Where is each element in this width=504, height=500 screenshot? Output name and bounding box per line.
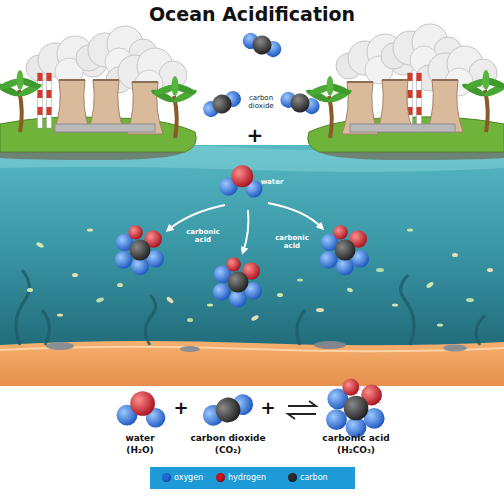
chemical-formula: (H₂CO₃) <box>316 445 396 455</box>
carbon-dioxide-molecules <box>200 29 322 121</box>
reaction-arrows <box>168 203 322 252</box>
seabed-rocks <box>46 341 467 352</box>
chemical-formula: (H₂O) <box>105 445 175 455</box>
equation-label: carbon dioxide <box>183 433 273 443</box>
water-molecule <box>117 391 166 427</box>
plus-sign: + <box>240 124 270 147</box>
chemical-formula: (CO₂) <box>193 445 263 455</box>
seabed-sand <box>0 341 504 386</box>
left-palms <box>0 70 198 138</box>
legend-text: oxygen <box>174 467 203 489</box>
legend-swatch <box>162 473 171 482</box>
plus-sign: + <box>169 398 193 419</box>
plus-sign: + <box>256 398 280 419</box>
legend-text: hydrogen <box>228 467 266 489</box>
equilibrium-arrows <box>288 401 316 419</box>
seaweed <box>16 270 485 345</box>
island-base <box>0 152 185 160</box>
legend-swatch <box>216 473 225 482</box>
legend-swatch <box>288 473 297 482</box>
sand-line <box>0 347 504 352</box>
equation-label: water <box>105 433 175 443</box>
legend-text: carbon <box>300 467 328 489</box>
carbonic-acid-molecule <box>326 379 385 438</box>
ocean-debris <box>27 229 493 327</box>
molecule-label: carbon dioxide <box>241 94 281 110</box>
molecule-label: water <box>252 178 292 186</box>
carbonic-acid-molecules <box>115 225 370 307</box>
ocean-water <box>0 145 504 350</box>
diagram-title: Ocean Acidification <box>52 4 452 26</box>
carbon-dioxide-molecule <box>199 390 256 431</box>
right-power-plant <box>342 73 463 134</box>
molecule-label: carbonic acid <box>273 234 311 250</box>
water-molecule <box>219 165 262 197</box>
molecule-label: carbonic acid <box>184 228 222 244</box>
island-base <box>319 152 504 160</box>
right-palms <box>305 70 504 138</box>
legend-bar <box>150 467 355 489</box>
left-power-plant <box>38 73 164 134</box>
equation-label: carbonic acid <box>311 433 401 443</box>
